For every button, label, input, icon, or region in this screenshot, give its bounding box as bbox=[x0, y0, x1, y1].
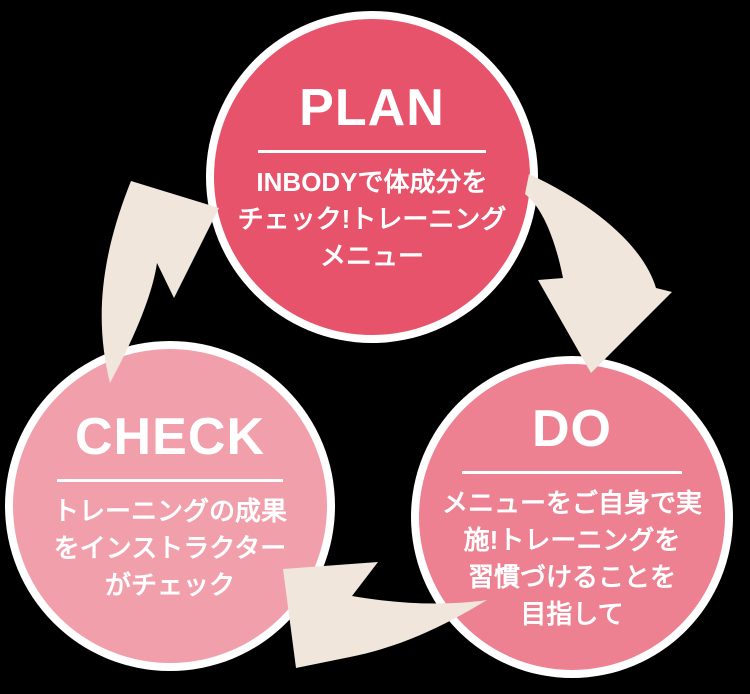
check-description: トレーニングの成果 をインストラクター がチェック bbox=[53, 493, 287, 604]
do-description-line: 目指して bbox=[520, 599, 624, 629]
check-divider bbox=[56, 478, 284, 482]
do-divider bbox=[461, 471, 683, 475]
plan-description-line: メニュー bbox=[319, 240, 424, 271]
do-description-line: メニューをご自身で実 bbox=[441, 488, 702, 519]
plan-description-line: INBODYで体成分を bbox=[256, 166, 488, 197]
plan-divider bbox=[258, 149, 486, 153]
check-description-line: トレーニングの成果 bbox=[52, 495, 287, 526]
do-description-line: 施!トレーニングを bbox=[463, 525, 681, 556]
plan-title: PLAN bbox=[299, 78, 445, 137]
check-description-line: がチェック bbox=[104, 569, 235, 600]
check-title: CHECK bbox=[74, 407, 266, 466]
do-description: メニューをご自身で実 施!トレーニングを 習慣づけることを 目指して bbox=[442, 485, 702, 633]
do-description-line: 習慣づけることを bbox=[467, 562, 676, 593]
plan-description-line: チェック!トレーニング bbox=[237, 203, 507, 234]
plan-description: INBODYで体成分を チェック!トレーニング メニュー bbox=[238, 164, 507, 275]
do-title: DO bbox=[531, 400, 613, 459]
check-circle: CHECK トレーニングの成果 をインストラクター がチェック bbox=[13, 349, 327, 663]
check-description-line: をインストラクター bbox=[53, 532, 287, 563]
do-circle: DO メニューをご自身で実 施!トレーニングを 習慣づけることを 目指して bbox=[419, 364, 725, 670]
plan-circle: PLAN INBODYで体成分を チェック!トレーニング メニュー bbox=[214, 19, 530, 335]
arrow-plan-to-do-icon bbox=[525, 174, 672, 373]
